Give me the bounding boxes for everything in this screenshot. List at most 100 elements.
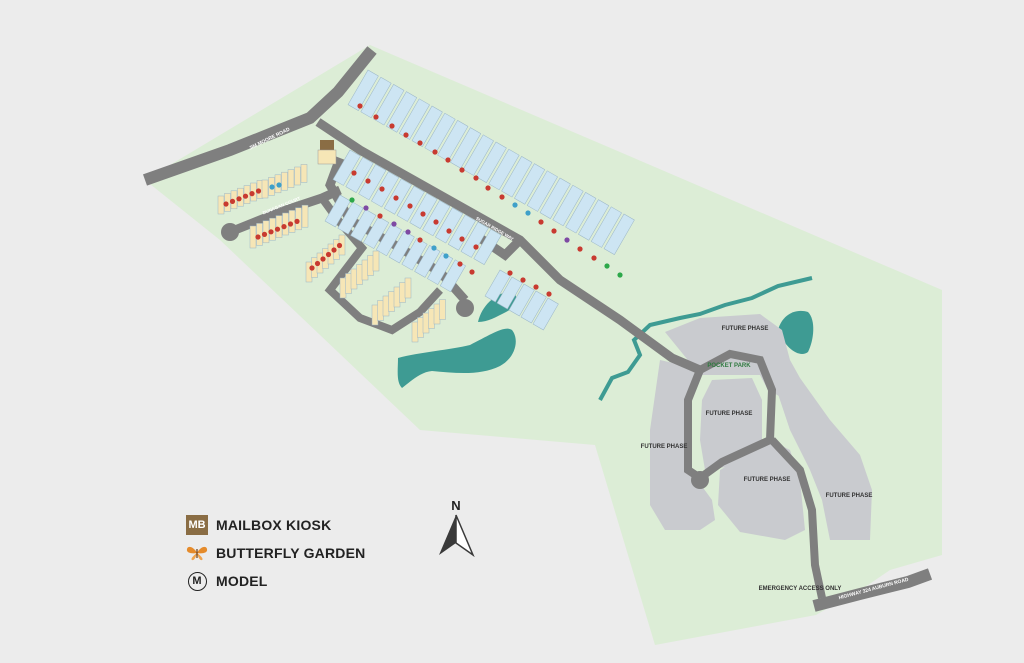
phase-label-left: FUTURE PHASE xyxy=(641,444,688,450)
lot xyxy=(578,199,610,241)
lot xyxy=(373,84,405,126)
lot xyxy=(496,276,523,310)
lot-marker xyxy=(407,203,413,209)
lot-marker xyxy=(405,229,411,235)
lot-marker xyxy=(274,226,281,232)
lot-marker xyxy=(433,219,439,225)
lot xyxy=(473,228,502,265)
phase-label-top: FUTURE PHASE xyxy=(722,326,769,332)
lot xyxy=(462,134,494,176)
future-phase-area xyxy=(718,440,805,540)
mailbox-kiosk-marker xyxy=(320,140,334,150)
lot-marker xyxy=(604,263,610,269)
lot xyxy=(404,277,412,299)
lot xyxy=(422,312,430,334)
butterfly-icon xyxy=(186,542,208,564)
mailbox-icon: MB xyxy=(186,514,208,536)
lot-marker xyxy=(269,184,275,190)
lot-marker xyxy=(512,202,518,208)
lot xyxy=(256,223,263,246)
map-legend: MB MAILBOX KIOSK BUTTERFLY GARDEN M MODE… xyxy=(186,511,365,595)
main-road xyxy=(315,118,702,375)
lot xyxy=(450,127,482,169)
pond-3 xyxy=(778,310,814,354)
lot xyxy=(371,304,379,326)
lot-marker xyxy=(507,270,513,276)
jim-moore-road xyxy=(143,46,377,186)
west-court xyxy=(228,185,342,237)
lot-marker xyxy=(420,211,426,217)
lot-marker xyxy=(249,191,255,197)
lot-group-south xyxy=(324,194,559,331)
legend-item-mailbox: MB MAILBOX KIOSK xyxy=(186,511,365,539)
lot xyxy=(295,207,302,231)
lot-marker xyxy=(417,237,423,243)
lot xyxy=(372,250,380,272)
lot-marker xyxy=(294,218,300,224)
lot-marker xyxy=(445,157,451,163)
lot-group-north xyxy=(347,69,635,255)
lot xyxy=(332,149,361,186)
emergency-access-label: EMERGENCY ACCESS ONLY xyxy=(759,586,842,592)
lot xyxy=(305,261,313,283)
lot xyxy=(447,214,476,251)
lot-marker xyxy=(431,245,437,251)
lot xyxy=(417,317,424,338)
lot xyxy=(514,163,546,205)
lot-marker xyxy=(417,140,423,146)
pocket-park-label: POCKET PARK xyxy=(707,363,751,369)
lot xyxy=(428,308,435,329)
lot-marker xyxy=(617,272,623,278)
lot xyxy=(433,303,441,325)
lot xyxy=(484,269,511,303)
lot-marker xyxy=(365,178,371,184)
lot xyxy=(361,259,369,281)
lot-marker xyxy=(446,228,452,234)
lot-marker xyxy=(349,197,355,203)
cul-de-sac xyxy=(456,299,474,317)
lot xyxy=(411,321,419,343)
legend-label-model: MODEL xyxy=(216,573,268,589)
lot-marker xyxy=(351,170,357,176)
lot xyxy=(539,177,571,219)
lot xyxy=(382,295,390,317)
lot-marker xyxy=(314,260,321,267)
phase-label-center: FUTURE PHASE xyxy=(706,411,753,417)
lot xyxy=(590,206,622,248)
lot xyxy=(393,286,401,308)
lot-marker xyxy=(331,247,337,253)
lot-marker xyxy=(533,284,539,290)
creek xyxy=(598,276,813,401)
lot-marker xyxy=(236,196,242,202)
legend-item-butterfly: BUTTERFLY GARDEN xyxy=(186,539,365,567)
lot-marker xyxy=(379,186,385,192)
lot xyxy=(460,221,489,258)
lot xyxy=(488,148,520,191)
lot xyxy=(377,300,384,321)
lot-marker xyxy=(564,237,570,243)
phase-label-lower: FUTURE PHASE xyxy=(744,477,791,483)
lot xyxy=(475,141,507,183)
lot xyxy=(300,164,308,183)
lot xyxy=(565,192,597,234)
lot-marker xyxy=(373,114,379,120)
lot xyxy=(437,120,469,162)
lot-marker xyxy=(546,291,552,297)
lot xyxy=(388,291,395,312)
emergency-road xyxy=(769,437,826,599)
lot xyxy=(422,200,451,237)
lot xyxy=(603,213,635,255)
lot-marker xyxy=(363,205,369,211)
lot-marker xyxy=(261,231,268,237)
future-phase-area xyxy=(775,378,872,540)
legend-label-mailbox: MAILBOX KIOSK xyxy=(216,517,332,533)
lot-marker xyxy=(276,182,282,188)
lot-marker xyxy=(499,194,505,200)
lot xyxy=(337,201,364,235)
lot xyxy=(409,192,438,229)
lot-marker xyxy=(268,229,274,235)
lot xyxy=(275,215,283,238)
lot xyxy=(345,273,352,294)
lot-marker xyxy=(591,255,597,261)
lot xyxy=(288,210,296,233)
